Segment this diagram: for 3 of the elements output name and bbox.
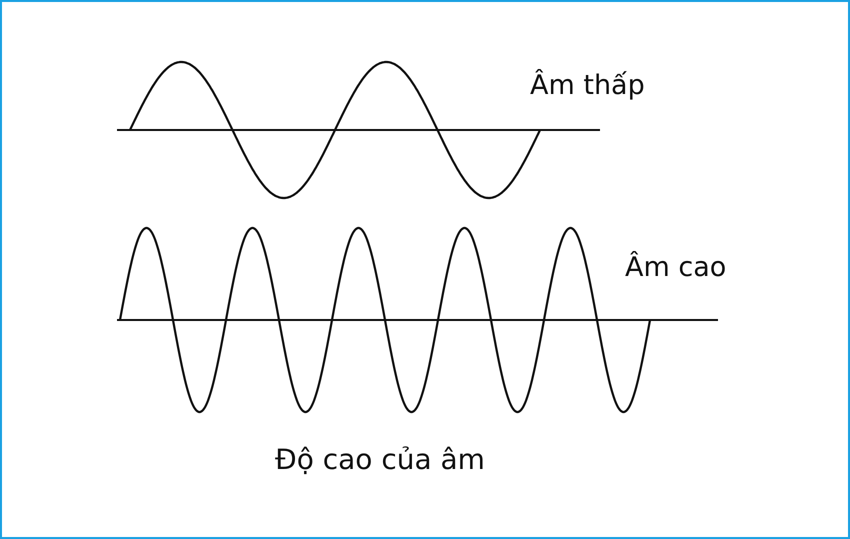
wave-label: Âm cao [625, 252, 726, 283]
wave-label: Âm thấp [530, 70, 645, 101]
caption: Độ cao của âm [275, 443, 485, 476]
